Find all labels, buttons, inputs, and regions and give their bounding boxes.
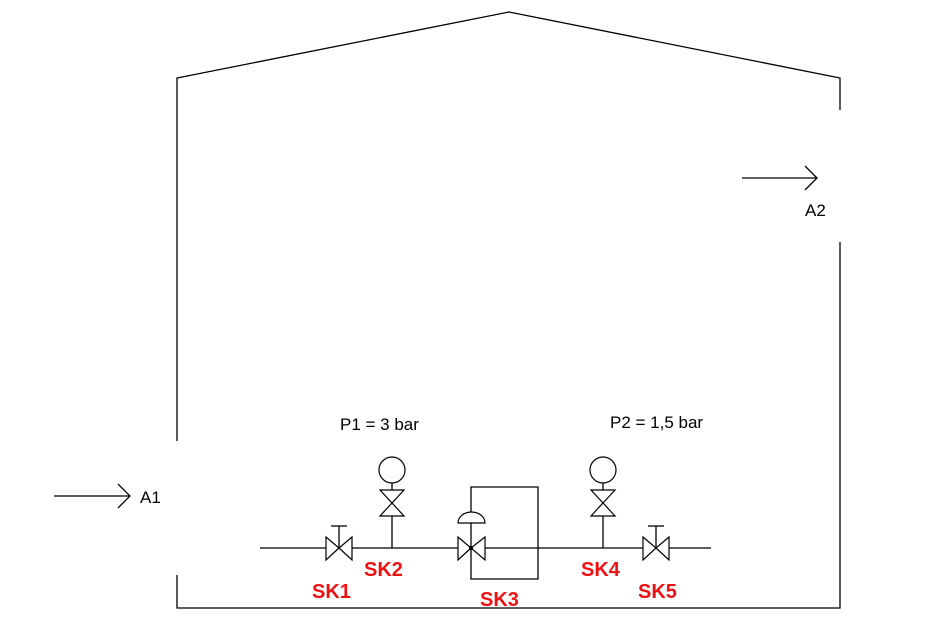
label-a2: A2 xyxy=(805,201,826,220)
gauge-valve-sk2[interactable] xyxy=(378,456,406,548)
label-sk4: SK4 xyxy=(581,559,621,581)
label-sk5: SK5 xyxy=(638,581,677,603)
pressure-p2-label: P2 = 1,5 bar xyxy=(610,413,703,432)
actuator-icon xyxy=(457,511,486,524)
inlet-arrow-a1 xyxy=(54,483,131,509)
label-sk2: SK2 xyxy=(364,559,403,581)
label-sk3: SK3 xyxy=(480,589,519,611)
gauge-valve-sk4[interactable] xyxy=(589,456,617,548)
outlet-arrow-a2 xyxy=(742,165,818,191)
pressure-gauge-icon xyxy=(589,456,617,484)
building-outline xyxy=(176,11,841,609)
pressure-p1-label: P1 = 3 bar xyxy=(340,415,419,434)
label-a1: A1 xyxy=(140,488,161,507)
pressure-gauge-icon xyxy=(378,456,406,484)
valve-sk5[interactable] xyxy=(642,525,670,562)
label-sk1: SK1 xyxy=(312,581,351,603)
valve-sk1[interactable] xyxy=(325,525,353,562)
pressure-reducing-valve-sk3[interactable] xyxy=(457,511,486,562)
pressure-sense-line xyxy=(470,486,539,580)
